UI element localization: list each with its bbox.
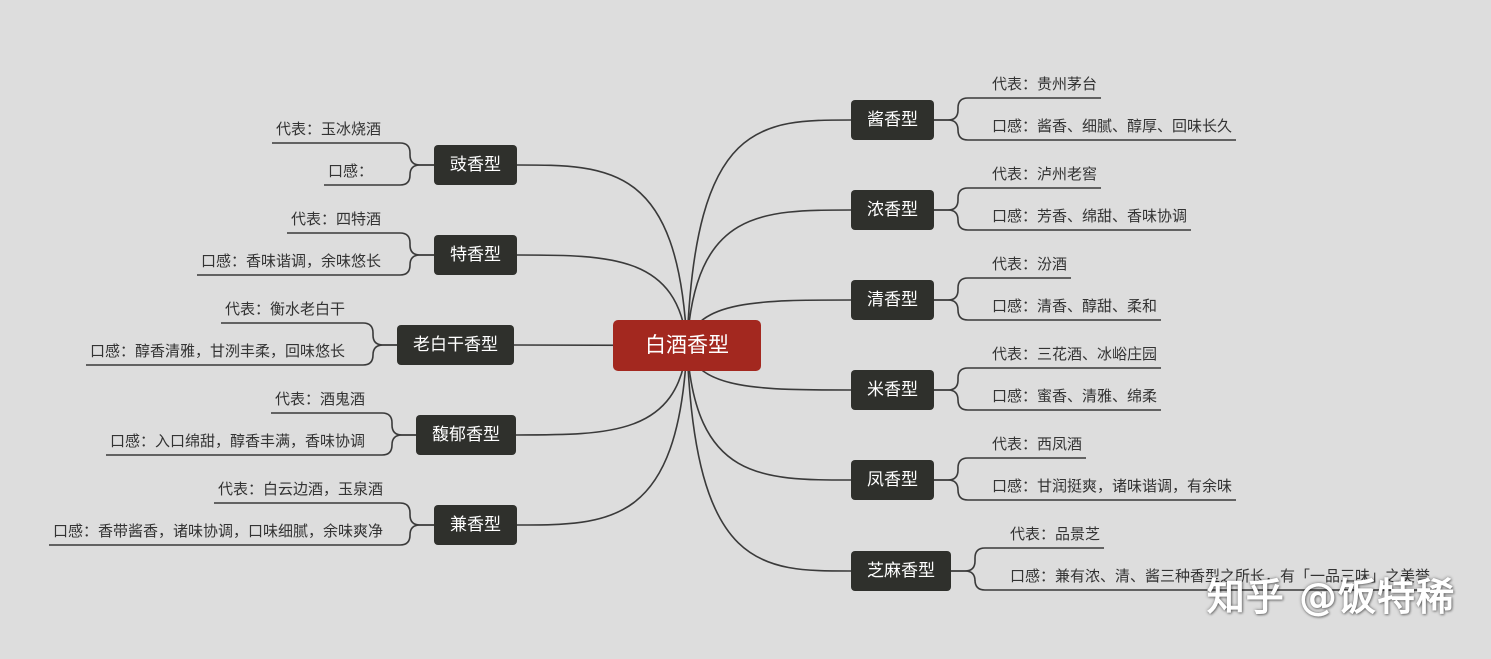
leaf-taste-mi: 口感：蜜香、清雅、绵柔 bbox=[992, 387, 1158, 405]
branch-zhima[interactable]: 芝麻香型 bbox=[851, 551, 951, 591]
leaf-taste-jian: 口感：香带酱香，诸味协调，口味细腻，余味爽净 bbox=[52, 522, 383, 540]
leaf-taste-chi: 口感： bbox=[327, 162, 373, 180]
leaf-rep-feng: 代表：西凤酒 bbox=[992, 435, 1083, 453]
branch-label: 芝麻香型 bbox=[867, 561, 935, 581]
branch-mi[interactable]: 米香型 bbox=[851, 370, 934, 410]
leaf-rep-mi: 代表：三花酒、冰峪庄园 bbox=[992, 345, 1158, 363]
leaf-line-jian-taste bbox=[48, 524, 434, 546]
leaf-line-chi-taste bbox=[323, 164, 434, 186]
leaf-rep-jian: 代表：白云边酒，玉泉酒 bbox=[217, 480, 383, 498]
leaf-taste-laobaigan: 口感：醇香清雅，甘洌丰柔，回味悠长 bbox=[89, 342, 345, 360]
root-node[interactable]: 白酒香型 bbox=[613, 320, 761, 371]
leaf-taste-jiang: 口感：酱香、细腻、醇厚、回味长久 bbox=[992, 117, 1233, 135]
branch-jiang[interactable]: 酱香型 bbox=[851, 100, 934, 140]
leaf-rep-laobaigan: 代表：衡水老白干 bbox=[224, 300, 345, 318]
branch-label: 酱香型 bbox=[867, 110, 918, 130]
branch-fuyu[interactable]: 馥郁香型 bbox=[416, 415, 516, 455]
leaf-line-nong-rep bbox=[934, 187, 1102, 211]
leaf-line-te-taste bbox=[196, 254, 434, 276]
leaf-connectors bbox=[48, 97, 1435, 591]
root-to-zhima-line bbox=[686, 345, 852, 572]
leaf-line-fuyu-taste bbox=[105, 434, 416, 456]
branch-label: 米香型 bbox=[867, 380, 918, 400]
branch-label: 特香型 bbox=[450, 245, 501, 265]
branch-label: 老白干香型 bbox=[413, 335, 498, 355]
leaf-rep-zhima: 代表：品景芝 bbox=[1010, 525, 1101, 543]
branch-chi[interactable]: 豉香型 bbox=[434, 145, 517, 185]
leaf-line-laobaigan-taste bbox=[85, 344, 397, 366]
branch-label: 馥郁香型 bbox=[432, 425, 500, 445]
leaf-line-zhima-taste bbox=[951, 570, 1435, 591]
root-to-jian-line bbox=[516, 345, 688, 526]
leaf-line-te-rep bbox=[286, 232, 434, 256]
branch-label: 兼香型 bbox=[450, 515, 501, 535]
root-to-nong-line bbox=[686, 209, 852, 346]
branch-label: 浓香型 bbox=[867, 200, 918, 220]
leaf-line-zhima-rep bbox=[951, 547, 1105, 572]
leaf-taste-zhima: 口感：兼有浓、清、酱三种香型之所长，有「一品三味」之美誉 bbox=[1010, 567, 1431, 585]
leaf-line-laobaigan-rep bbox=[220, 322, 397, 346]
root-label: 白酒香型 bbox=[645, 333, 729, 357]
root-to-fuyu-line bbox=[515, 345, 688, 436]
branch-label: 豉香型 bbox=[450, 155, 501, 175]
leaf-line-feng-rep bbox=[934, 457, 1087, 481]
root-to-jiang-line bbox=[686, 119, 852, 346]
branch-te[interactable]: 特香型 bbox=[434, 235, 517, 275]
leaf-line-feng-taste bbox=[934, 479, 1237, 501]
leaf-rep-te: 代表：四特酒 bbox=[290, 210, 381, 228]
leaf-taste-nong: 口感：芳香、绵甜、香味协调 bbox=[992, 207, 1188, 225]
leaf-line-jiang-taste bbox=[934, 119, 1237, 141]
branch-label: 清香型 bbox=[867, 290, 918, 310]
branch-feng[interactable]: 凤香型 bbox=[851, 460, 934, 500]
branch-label: 凤香型 bbox=[867, 470, 918, 490]
leaf-taste-qing: 口感：清香、醇甜、柔和 bbox=[992, 297, 1158, 315]
leaf-rep-jiang: 代表：贵州茅台 bbox=[992, 75, 1098, 93]
leaf-taste-feng: 口感：甘润挺爽，诸味谐调，有余味 bbox=[992, 477, 1233, 495]
leaf-taste-fuyu: 口感：入口绵甜，醇香丰满，香味协调 bbox=[109, 432, 365, 450]
branch-laobaigan[interactable]: 老白干香型 bbox=[397, 325, 514, 365]
leaf-rep-chi: 代表：玉冰烧酒 bbox=[275, 120, 381, 138]
root-to-chi-line bbox=[516, 164, 688, 346]
root-to-te-line bbox=[516, 254, 688, 346]
branch-nong[interactable]: 浓香型 bbox=[851, 190, 934, 230]
leaf-rep-qing: 代表：汾酒 bbox=[992, 255, 1068, 273]
leaf-line-nong-taste bbox=[934, 209, 1192, 231]
leaf-line-qing-taste bbox=[934, 299, 1162, 321]
branch-jian[interactable]: 兼香型 bbox=[434, 505, 517, 545]
leaf-line-mi-taste bbox=[934, 389, 1162, 411]
leaf-line-fuyu-rep bbox=[270, 412, 416, 436]
branch-qing[interactable]: 清香型 bbox=[851, 280, 934, 320]
leaf-line-qing-rep bbox=[934, 277, 1072, 301]
leaf-rep-fuyu: 代表：酒鬼酒 bbox=[274, 390, 365, 408]
watermark: 知乎 @饭特稀 bbox=[1206, 575, 1455, 619]
leaf-line-chi-rep bbox=[271, 142, 434, 166]
leaf-line-jiang-rep bbox=[934, 97, 1102, 121]
root-to-feng-line bbox=[686, 345, 852, 481]
leaf-taste-te: 口感：香味谐调，余味悠长 bbox=[200, 252, 381, 270]
leaf-rep-nong: 代表：泸州老窖 bbox=[992, 165, 1098, 183]
leaf-line-mi-rep bbox=[934, 367, 1162, 391]
leaf-line-jian-rep bbox=[213, 502, 434, 526]
